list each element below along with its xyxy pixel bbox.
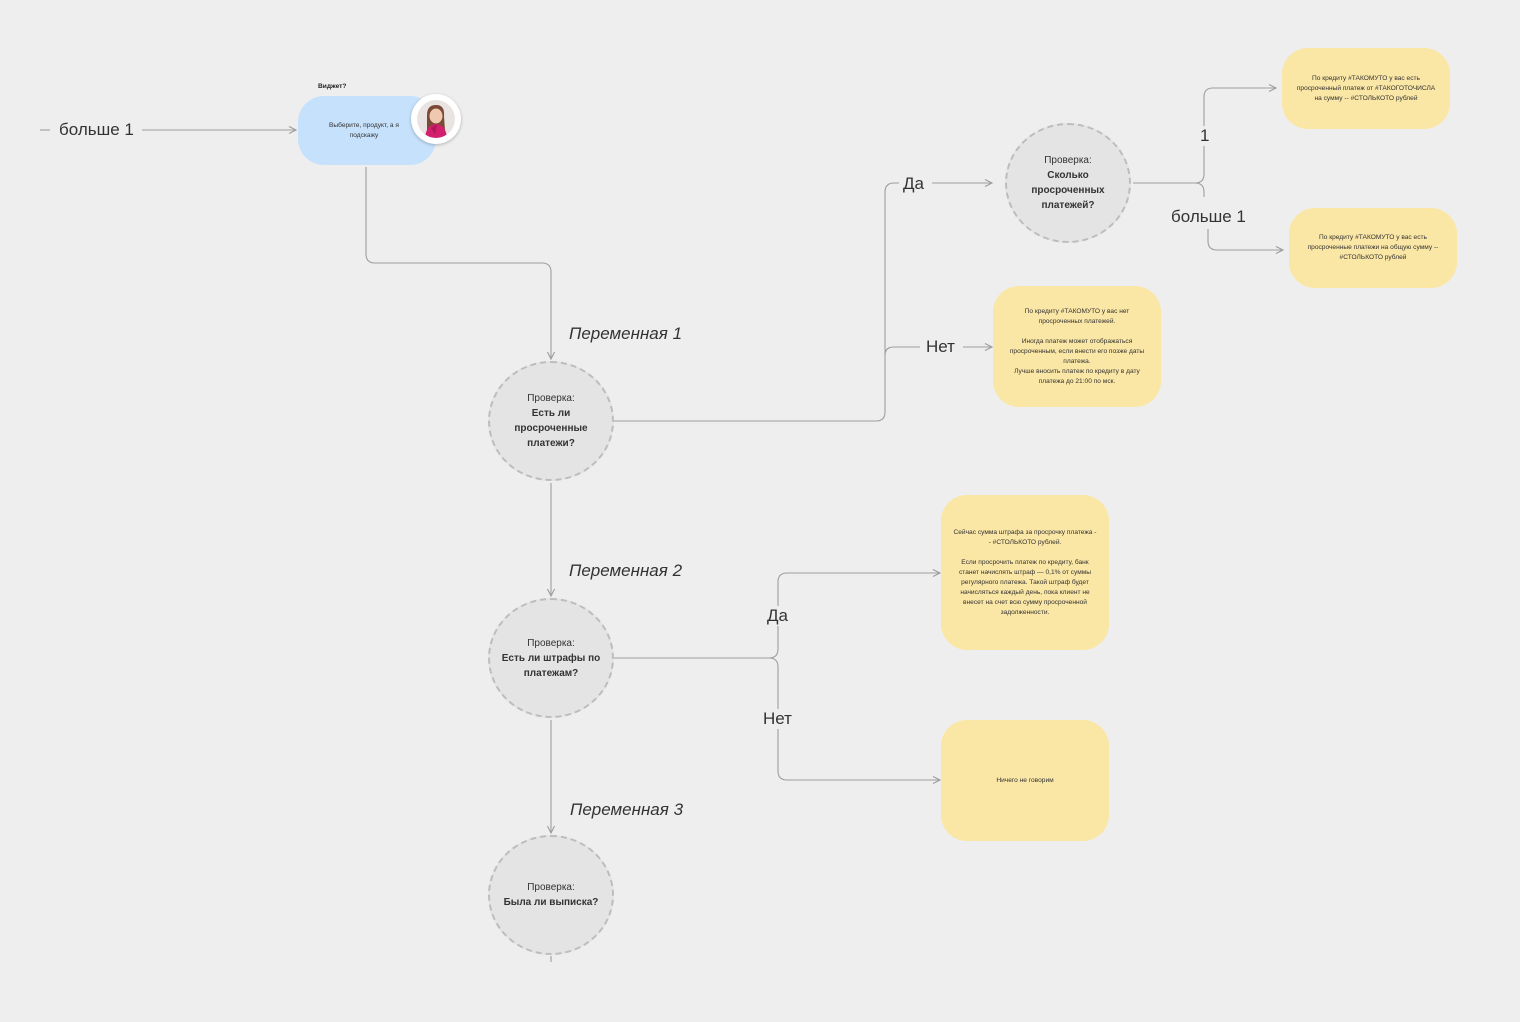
check-prefix: Проверка:	[527, 882, 575, 893]
card-text: Сейчас сумма штрафа за просрочку платежа…	[953, 528, 1097, 616]
check-overdue-count-node[interactable]: Проверка: Сколько просроченных платежей?	[1005, 123, 1131, 243]
variable-3-label: Переменная 3	[570, 800, 684, 819]
card-one-overdue[interactable]: По кредиту #ТАКОМУТО у вас есть просроче…	[1282, 48, 1450, 129]
card-text: По кредиту #ТАКОМУТО у вас есть просроче…	[1296, 74, 1436, 102]
check-fines-node[interactable]: Проверка: Есть ли штрафы по платежам?	[488, 598, 614, 718]
check-question: Есть ли просроченные платежи?	[514, 408, 588, 449]
branch-label-no: Нет	[759, 709, 796, 729]
card-many-overdue[interactable]: По кредиту #ТАКОМУТО у вас есть просроче…	[1289, 208, 1457, 288]
entry-label: больше 1	[55, 120, 138, 140]
branch-label-yes: Да	[899, 174, 928, 194]
check-question: Сколько просроченных платежей?	[1031, 170, 1105, 211]
branch-label-one: 1	[1196, 126, 1214, 146]
branch-label-more: больше 1	[1167, 207, 1250, 227]
branch-label-yes: Да	[763, 606, 792, 626]
variable-1-label: Переменная 1	[569, 324, 683, 343]
card-text: Ничего не говорим	[996, 776, 1054, 784]
check-question: Есть ли штрафы по платежам?	[501, 652, 601, 679]
branch-label-no: Нет	[922, 337, 959, 357]
card-fine[interactable]: Сейчас сумма штрафа за просрочку платежа…	[941, 495, 1109, 650]
check-overdue-node[interactable]: Проверка: Есть ли просроченные платежи?	[488, 361, 614, 481]
card-no-overdue[interactable]: По кредиту #ТАКОМУТО у вас нет просрочен…	[993, 286, 1161, 407]
check-question: Была ли выписка?	[503, 897, 599, 908]
card-text: По кредиту #ТАКОМУТО у вас есть просроче…	[1307, 234, 1439, 261]
check-prefix: Проверка:	[527, 393, 575, 404]
card-text: По кредиту #ТАКОМУТО у вас нет просрочен…	[1009, 307, 1145, 385]
widget-text: Выберите, продукт, а я подскажу	[328, 121, 400, 139]
check-statement-node[interactable]: Проверка: Была ли выписка?	[488, 835, 614, 955]
check-prefix: Проверка:	[1044, 155, 1092, 166]
widget-caption: Виджет?	[318, 83, 347, 90]
card-nothing[interactable]: Ничего не говорим	[941, 720, 1109, 841]
woman-avatar-icon	[411, 94, 461, 144]
variable-2-label: Переменная 2	[569, 561, 683, 580]
check-prefix: Проверка:	[527, 637, 575, 649]
